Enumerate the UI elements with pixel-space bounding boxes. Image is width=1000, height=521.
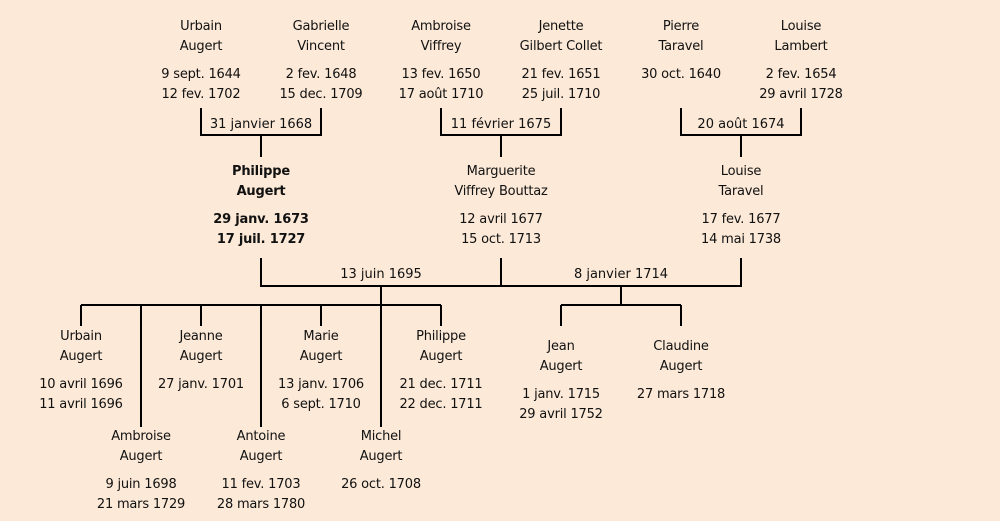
- person-philippe-augert-focus: Philippe Augert 29 janv. 1673 17 juil. 17…: [191, 162, 331, 250]
- child-claudine-augert: Claudine Augert 27 mars 1718: [611, 337, 751, 405]
- first-name: Ambroise: [111, 429, 171, 444]
- first-name: Antoine: [236, 429, 286, 444]
- first-name: Michel: [360, 429, 402, 444]
- last-name: Augert: [659, 359, 703, 374]
- birth-date: 13 janv. 1706: [278, 377, 364, 392]
- birth-date: 12 avril 1677: [459, 212, 543, 227]
- first-name: Claudine: [653, 339, 709, 354]
- person-pierre-taravel: Pierre Taravel 30 oct. 1640: [611, 17, 751, 85]
- first-name: Urbain: [180, 19, 222, 34]
- person-ambroise-viffrey: Ambroise Viffrey 13 fev. 1650 17 août 171…: [371, 17, 511, 105]
- child-jeanne-augert: Jeanne Augert 27 janv. 1701: [131, 327, 271, 395]
- last-name: Augert: [236, 184, 286, 199]
- birth-date: 17 fev. 1677: [701, 212, 781, 227]
- birth-date: 2 fev. 1654: [765, 67, 837, 82]
- last-name: Augert: [179, 349, 223, 364]
- first-name: Jenette: [538, 19, 584, 34]
- last-name: Augert: [179, 39, 223, 54]
- death-date: 21 mars 1729: [96, 497, 186, 512]
- birth-date: 13 fev. 1650: [401, 67, 481, 82]
- death-date: 15 dec. 1709: [279, 87, 363, 102]
- first-name: Louise: [780, 19, 822, 34]
- child-antoine-augert: Antoine Augert 11 fev. 1703 28 mars 1780: [191, 427, 331, 515]
- birth-date: 21 fev. 1651: [521, 67, 601, 82]
- last-name: Taravel: [658, 39, 704, 54]
- birth-date: 9 sept. 1644: [161, 67, 241, 82]
- last-name: Augert: [239, 449, 283, 464]
- last-name: Gilbert Collet: [519, 39, 603, 54]
- first-name: Louise: [720, 164, 762, 179]
- first-name: Jean: [547, 339, 575, 354]
- child-ambroise-augert: Ambroise Augert 9 juin 1698 21 mars 1729: [71, 427, 211, 515]
- connector-augert-vincent: [200, 108, 322, 157]
- birth-date: 21 dec. 1711: [399, 377, 483, 392]
- first-name: Urbain: [60, 329, 102, 344]
- birth-date: 30 oct. 1640: [641, 67, 721, 82]
- first-name: Jeanne: [179, 329, 223, 344]
- last-name: Vincent: [297, 39, 345, 54]
- birth-date: 9 juin 1698: [105, 477, 177, 492]
- death-date: 29 avril 1728: [759, 87, 843, 102]
- death-date: 29 avril 1752: [519, 407, 603, 422]
- connector-parents: [260, 258, 742, 287]
- person-louise-lambert: Louise Lambert 2 fev. 1654 29 avril 1728: [731, 17, 871, 105]
- connector-second-marriage-children: [560, 286, 682, 326]
- last-name: Augert: [359, 449, 403, 464]
- child-marie-augert: Marie Augert 13 janv. 1706 6 sept. 1710: [251, 327, 391, 415]
- death-date: 11 avril 1696: [39, 397, 123, 412]
- last-name: Augert: [59, 349, 103, 364]
- last-name: Taravel: [718, 184, 764, 199]
- last-name: Lambert: [774, 39, 828, 54]
- last-name: Viffrey Bouttaz: [454, 184, 548, 199]
- marriage-date-first: 13 juin 1695: [340, 267, 422, 282]
- first-name: Marie: [303, 329, 339, 344]
- death-date: 22 dec. 1711: [399, 397, 483, 412]
- last-name: Augert: [119, 449, 163, 464]
- marriage-date-second: 8 janvier 1714: [573, 267, 669, 282]
- birth-date: 26 oct. 1708: [341, 477, 421, 492]
- last-name: Augert: [539, 359, 583, 374]
- person-marguerite-viffrey-bouttaz: Marguerite Viffrey Bouttaz 12 avril 1677…: [431, 162, 571, 250]
- last-name: Augert: [419, 349, 463, 364]
- last-name: Augert: [299, 349, 343, 364]
- person-gabrielle-vincent: Gabrielle Vincent 2 fev. 1648 15 dec. 170…: [251, 17, 391, 105]
- birth-date: 29 janv. 1673: [213, 212, 309, 227]
- child-jean-augert: Jean Augert 1 janv. 1715 29 avril 1752: [491, 337, 631, 425]
- birth-date: 1 janv. 1715: [522, 387, 600, 402]
- first-name: Pierre: [662, 19, 700, 34]
- person-jenette-gilbert-collet: Jenette Gilbert Collet 21 fev. 1651 25 ju…: [491, 17, 631, 105]
- child-philippe-augert: Philippe Augert 21 dec. 1711 22 dec. 1711: [371, 327, 511, 415]
- death-date: 15 oct. 1713: [461, 232, 541, 247]
- birth-date: 27 janv. 1701: [158, 377, 244, 392]
- marriage-date-viffrey-collet: 11 février 1675: [450, 117, 552, 132]
- death-date: 14 mai 1738: [701, 232, 781, 247]
- first-name: Gabrielle: [292, 19, 350, 34]
- first-name: Marguerite: [466, 164, 536, 179]
- marriage-date-taravel-lambert: 20 août 1674: [697, 117, 785, 132]
- birth-date: 2 fev. 1648: [285, 67, 357, 82]
- child-michel-augert: Michel Augert 26 oct. 1708: [311, 427, 451, 495]
- birth-date: 11 fev. 1703: [221, 477, 301, 492]
- connector-taravel-lambert: [680, 108, 802, 157]
- last-name: Viffrey: [420, 39, 462, 54]
- death-date: 17 août 1710: [398, 87, 484, 102]
- death-date: 17 juil. 1727: [216, 232, 306, 247]
- person-louise-taravel: Louise Taravel 17 fev. 1677 14 mai 1738: [671, 162, 811, 250]
- death-date: 25 juil. 1710: [521, 87, 601, 102]
- death-date: 28 mars 1780: [216, 497, 306, 512]
- marriage-date-augert-vincent: 31 janvier 1668: [209, 117, 313, 132]
- first-name: Philippe: [416, 329, 466, 344]
- child-urbain-augert: Urbain Augert 10 avril 1696 11 avril 1696: [11, 327, 151, 415]
- person-urbain-augert-sr: Urbain Augert 9 sept. 1644 12 fev. 1702: [131, 17, 271, 105]
- death-date: 6 sept. 1710: [281, 397, 361, 412]
- birth-date: 10 avril 1696: [39, 377, 123, 392]
- first-name: Ambroise: [411, 19, 471, 34]
- connector-viffrey-collet: [440, 108, 562, 157]
- death-date: 12 fev. 1702: [161, 87, 241, 102]
- connector-first-marriage-children: [80, 286, 442, 427]
- birth-date: 27 mars 1718: [636, 387, 726, 402]
- first-name: Philippe: [232, 164, 290, 179]
